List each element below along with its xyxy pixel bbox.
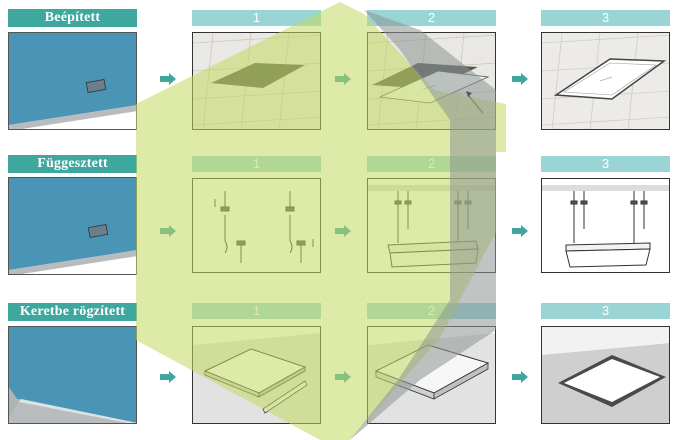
step-header-3: 3	[541, 10, 670, 26]
arrow-right-icon	[512, 371, 528, 383]
section-label-built-in: Beépített	[8, 9, 137, 27]
step-header-3: 3	[541, 303, 670, 319]
step-panel-built-in-3	[541, 32, 670, 130]
step-header-1: 1	[192, 156, 321, 172]
product-photo-built-in	[8, 32, 137, 130]
arrow-right-icon	[160, 73, 176, 85]
step-panel-built-in-1	[192, 32, 321, 130]
arrow-right-icon	[160, 371, 176, 383]
arrow-right-icon	[512, 73, 528, 85]
section-label-frame-mounted: Keretbe rögzített	[8, 303, 137, 321]
arrow-right-icon	[335, 371, 351, 383]
step-header-3: 3	[541, 156, 670, 172]
step-panel-frame-mounted-2	[367, 326, 496, 424]
step-header-2: 2	[367, 156, 496, 172]
step-panel-built-in-2	[367, 32, 496, 130]
step-panel-suspended-2	[367, 178, 496, 273]
step-panel-suspended-1	[192, 178, 321, 273]
step-panel-frame-mounted-1	[192, 326, 321, 424]
arrow-right-icon	[335, 73, 351, 85]
step-header-1: 1	[192, 10, 321, 26]
arrow-right-icon	[335, 225, 351, 237]
step-panel-frame-mounted-3	[541, 326, 670, 424]
step-header-2: 2	[367, 303, 496, 319]
product-photo-suspended	[8, 177, 137, 275]
arrow-right-icon	[512, 225, 528, 237]
step-header-1: 1	[192, 303, 321, 319]
arrow-right-icon	[160, 225, 176, 237]
product-photo-frame-mounted	[8, 326, 137, 424]
step-panel-suspended-3	[541, 178, 670, 273]
section-label-suspended: Függesztett	[8, 155, 137, 173]
step-header-2: 2	[367, 10, 496, 26]
